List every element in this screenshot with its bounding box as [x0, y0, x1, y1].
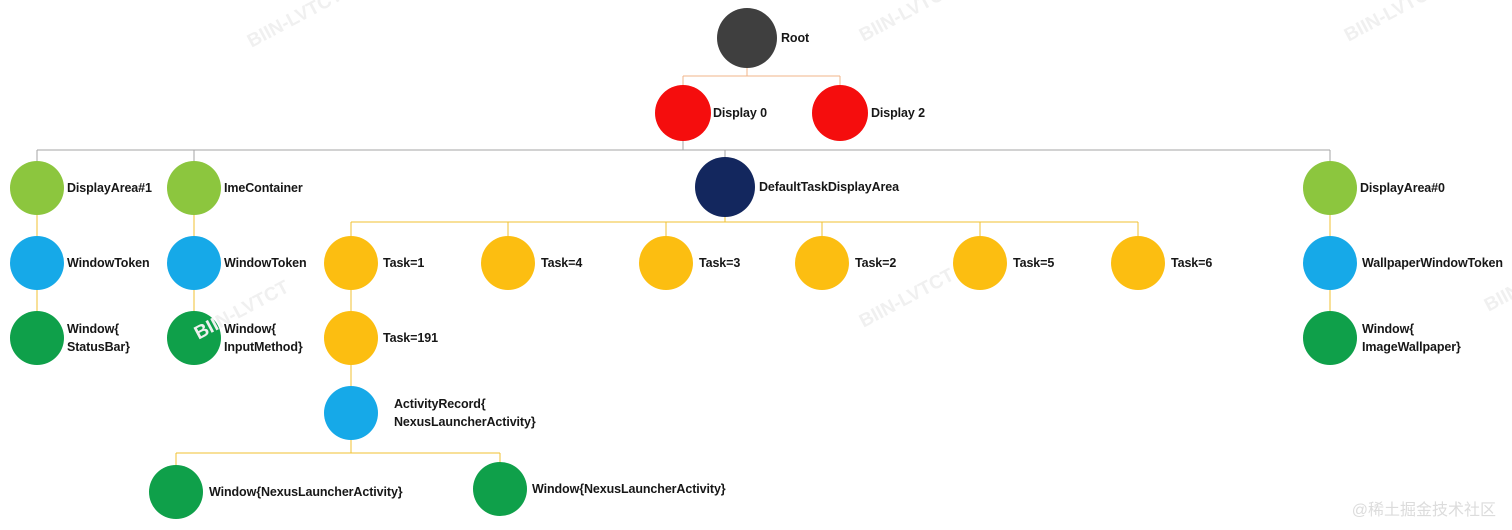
node-root[interactable]: [717, 8, 777, 68]
node-winlaunch1[interactable]: [149, 465, 203, 519]
node-task191[interactable]: [324, 311, 378, 365]
node-label-task3: Task=3: [699, 256, 741, 270]
node-label-winwall: Window{ ImageWallpaper}: [1362, 322, 1461, 355]
node-label-root: Root: [781, 31, 810, 45]
node-winstatus[interactable]: [10, 311, 64, 365]
node-task1[interactable]: [324, 236, 378, 290]
node-imecontainer[interactable]: [167, 161, 221, 215]
node-label-darea1: DisplayArea#1: [67, 181, 152, 195]
node-label-imecontainer: ImeContainer: [224, 181, 303, 195]
node-task2[interactable]: [795, 236, 849, 290]
node-label-wtoken2: WindowToken: [224, 256, 307, 270]
node-label-winlaunch2: Window{NexusLauncherActivity}: [532, 482, 726, 496]
node-label-task4: Task=4: [541, 256, 583, 270]
node-label-wtoken1: WindowToken: [67, 256, 150, 270]
node-label-task191: Task=191: [383, 331, 438, 345]
node-winwall[interactable]: [1303, 311, 1357, 365]
node-task6[interactable]: [1111, 236, 1165, 290]
node-label-wininput: Window{ InputMethod}: [224, 322, 303, 355]
node-display0[interactable]: [655, 85, 711, 141]
node-label-winlaunch1: Window{NexusLauncherActivity}: [209, 485, 403, 499]
node-label-task5: Task=5: [1013, 256, 1055, 270]
node-darea1[interactable]: [10, 161, 64, 215]
node-task5[interactable]: [953, 236, 1007, 290]
node-label-wwtoken: WallpaperWindowToken: [1362, 256, 1503, 270]
node-wwtoken[interactable]: [1303, 236, 1357, 290]
node-label-display2: Display 2: [871, 106, 925, 120]
node-wtoken1[interactable]: [10, 236, 64, 290]
node-label-winstatus: Window{ StatusBar}: [67, 322, 130, 355]
node-darea0[interactable]: [1303, 161, 1357, 215]
node-label-darea0: DisplayArea#0: [1360, 181, 1445, 195]
node-actrecord[interactable]: [324, 386, 378, 440]
node-label-task6: Task=6: [1171, 256, 1213, 270]
node-label-actrecord: ActivityRecord{ NexusLauncherActivity}: [394, 397, 536, 430]
node-task3[interactable]: [639, 236, 693, 290]
node-winlaunch2[interactable]: [473, 462, 527, 516]
node-display2[interactable]: [812, 85, 868, 141]
node-label-dtda: DefaultTaskDisplayArea: [759, 180, 899, 194]
node-label-task2: Task=2: [855, 256, 897, 270]
node-label-task1: Task=1: [383, 256, 425, 270]
node-wininput[interactable]: [167, 311, 221, 365]
node-task4[interactable]: [481, 236, 535, 290]
brand-watermark: @稀土掘金技术社区: [1351, 502, 1496, 519]
node-label-display0: Display 0: [713, 106, 767, 120]
node-dtda[interactable]: [695, 157, 755, 217]
node-wtoken2[interactable]: [167, 236, 221, 290]
